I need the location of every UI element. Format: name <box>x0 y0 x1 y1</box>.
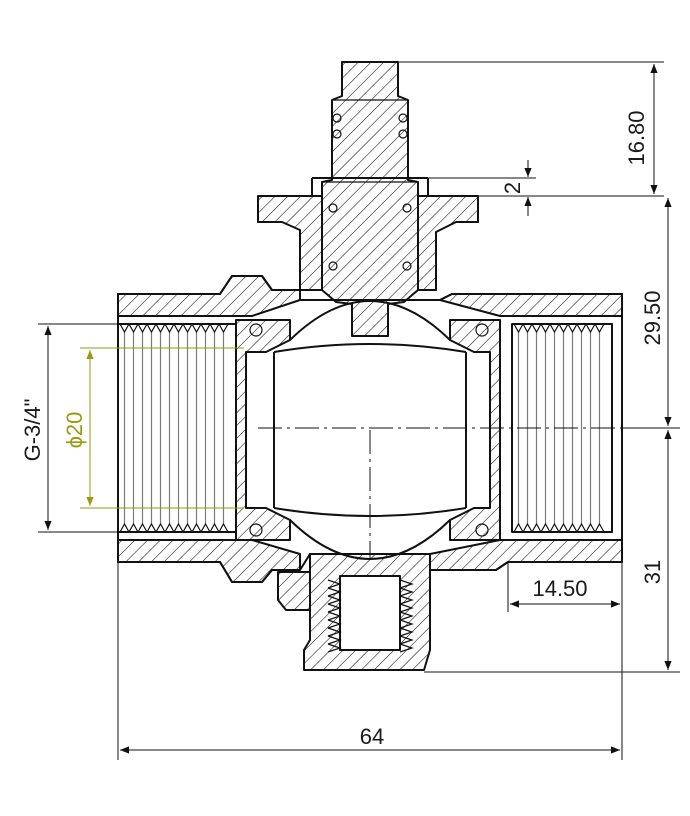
bottom-cap <box>277 553 431 671</box>
dim-label-overall-length: 64 <box>360 724 384 749</box>
dim-label-thread: G-3/4" <box>20 399 45 462</box>
dimension-port-length: 14.50 <box>507 562 620 612</box>
dimension-axis-height: 29.50 <box>622 198 680 429</box>
dim-label-lower-height: 31 <box>640 560 665 584</box>
ball-and-seats <box>235 300 501 560</box>
centerlines <box>258 427 672 560</box>
dimension-collar: 2 <box>428 160 536 216</box>
dim-label-port-length: 14.50 <box>532 576 587 601</box>
dimension-bore: ϕ20 <box>62 347 244 509</box>
dimension-lower-height: 31 <box>424 430 680 673</box>
dimension-overall-length: 64 <box>117 562 623 760</box>
dim-label-collar: 2 <box>500 182 525 194</box>
dimension-top-height: 16.80 <box>398 61 664 197</box>
dim-label-bore: ϕ20 <box>62 412 87 449</box>
bonnet <box>257 177 479 291</box>
dimension-thread: G-3/4" <box>20 323 118 533</box>
dim-label-top-height: 16.80 <box>624 110 649 165</box>
stem-o-rings <box>328 113 412 271</box>
thread-left <box>117 323 237 533</box>
dim-label-axis-height: 29.50 <box>640 290 665 345</box>
valve-body <box>117 275 623 583</box>
valve-stem <box>321 61 419 337</box>
